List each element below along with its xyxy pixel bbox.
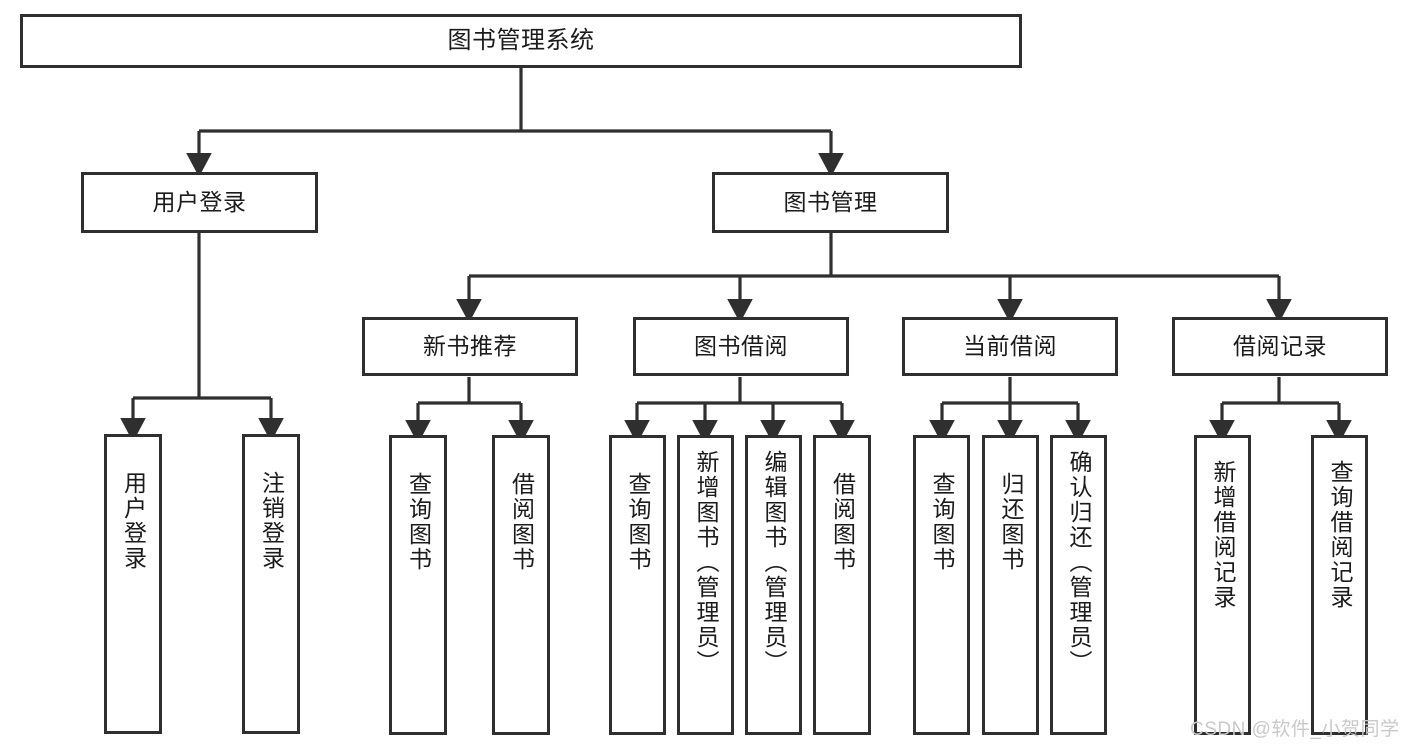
node-book-manage-label: 图书管理 <box>783 188 878 215</box>
node-leaf-return-book-label: 归还图书 <box>997 472 1024 572</box>
node-leaf-add-record[interactable]: 新增借阅记录 <box>1194 435 1251 735</box>
node-leaf-edit-book-label: 编辑图书（管理员） <box>760 450 787 675</box>
node-leaf-query-record-label: 查询借阅记录 <box>1326 460 1353 610</box>
node-current-borrow-label: 当前借阅 <box>963 332 1057 359</box>
node-leaf-add-record-label: 新增借阅记录 <box>1209 460 1236 610</box>
node-leaf-query-book-3[interactable]: 查询图书 <box>913 435 970 735</box>
node-leaf-query-record[interactable]: 查询借阅记录 <box>1311 435 1368 735</box>
csdn-watermark: CSDN @软件_小贺同学 <box>1190 719 1400 740</box>
node-leaf-query-book-1-label: 查询图书 <box>405 472 432 572</box>
node-borrow-record[interactable]: 借阅记录 <box>1172 317 1388 376</box>
node-leaf-query-book-1[interactable]: 查询图书 <box>389 435 447 735</box>
node-leaf-confirm-return-label: 确认归还（管理员） <box>1065 450 1092 675</box>
node-user-login[interactable]: 用户登录 <box>81 172 318 233</box>
node-leaf-logout-login[interactable]: 注销登录 <box>242 434 300 734</box>
node-leaf-query-book-2-label: 查询图书 <box>624 472 651 572</box>
node-leaf-add-book[interactable]: 新增图书（管理员） <box>677 435 734 735</box>
node-leaf-query-book-3-label: 查询图书 <box>928 472 955 572</box>
node-user-login-label: 用户登录 <box>152 188 247 215</box>
node-root[interactable]: 图书管理系统 <box>20 14 1022 68</box>
node-leaf-user-login-label: 用户登录 <box>120 471 147 571</box>
node-new-book-recommend-label: 新书推荐 <box>423 332 517 359</box>
node-book-manage[interactable]: 图书管理 <box>712 172 949 233</box>
node-leaf-confirm-return[interactable]: 确认归还（管理员） <box>1050 435 1107 735</box>
node-leaf-query-book-2[interactable]: 查询图书 <box>609 435 666 735</box>
node-current-borrow[interactable]: 当前借阅 <box>902 317 1118 376</box>
node-borrow-record-label: 借阅记录 <box>1233 332 1327 359</box>
node-leaf-borrow-book-1[interactable]: 借阅图书 <box>492 435 550 735</box>
node-book-borrow[interactable]: 图书借阅 <box>633 317 849 376</box>
node-leaf-borrow-book-2-label: 借阅图书 <box>829 472 856 572</box>
node-book-borrow-label: 图书借阅 <box>694 332 788 359</box>
node-leaf-borrow-book-1-label: 借阅图书 <box>508 472 535 572</box>
node-leaf-user-login[interactable]: 用户登录 <box>104 434 162 734</box>
node-leaf-borrow-book-2[interactable]: 借阅图书 <box>813 435 871 735</box>
node-root-label: 图书管理系统 <box>447 26 595 54</box>
node-leaf-edit-book[interactable]: 编辑图书（管理员） <box>745 435 802 735</box>
node-leaf-return-book[interactable]: 归还图书 <box>982 435 1039 735</box>
node-new-book-recommend[interactable]: 新书推荐 <box>362 317 578 376</box>
node-leaf-logout-login-label: 注销登录 <box>258 471 285 571</box>
node-leaf-add-book-label: 新增图书（管理员） <box>692 450 719 675</box>
